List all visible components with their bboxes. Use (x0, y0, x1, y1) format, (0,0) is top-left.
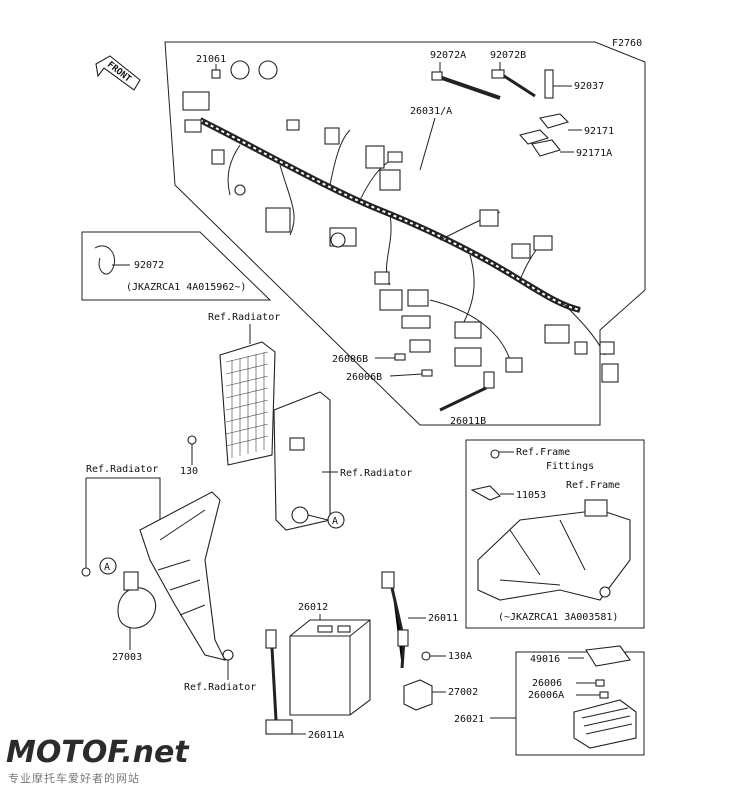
label-92072a: 92072A (430, 50, 466, 61)
radiator-shroud (139, 491, 234, 661)
relay-27002-icon (403, 679, 433, 711)
label-92171: 92171 (584, 126, 614, 137)
radiator-grille (219, 341, 276, 466)
cable-tie-92072-icon (94, 245, 116, 275)
label-49016: 49016 (530, 654, 560, 665)
marker-a-radiator-text: A (332, 516, 338, 527)
fuse-26006-icon (595, 679, 605, 687)
label-26011: 26011 (428, 613, 458, 624)
marker-a-lower-text: A (104, 562, 110, 573)
label-26012: 26012 (298, 602, 328, 613)
label-ref-radiator-mid: Ref.Radiator (340, 468, 412, 479)
clip-92171-icon (518, 129, 550, 145)
label-ref-radiator-left: Ref.Radiator (86, 464, 158, 475)
label-27002: 27002 (448, 687, 478, 698)
label-26011b: 26011B (450, 416, 486, 427)
label-26031a: 26031/A (410, 106, 452, 117)
inset-frame-box (465, 439, 645, 629)
note-frame-new: (~JKAZRCA1 3A003581) (498, 612, 618, 623)
fuse-box-26021-icon (573, 699, 637, 749)
fuse-cover-49016-icon (585, 645, 631, 667)
label-26006: 26006 (532, 678, 562, 689)
label-26006b-1: 26006B (332, 354, 368, 365)
label-ref-frame-fittings-2: Fittings (546, 461, 594, 472)
label-92037: 92037 (574, 81, 604, 92)
horn-27003-icon (117, 571, 157, 629)
bolt-frame-icon (490, 449, 500, 459)
label-26006b-2: 26006B (346, 372, 382, 383)
label-92171a: 92171A (576, 148, 612, 159)
bolt-130-icon (187, 435, 197, 445)
label-26011a: 26011A (308, 730, 344, 741)
label-27003: 27003 (112, 652, 142, 663)
marker-a-lower (99, 557, 117, 575)
label-92072: 92072 (134, 260, 164, 271)
label-21061: 21061 (196, 54, 226, 65)
label-ref-radiator-top: Ref.Radiator (208, 312, 280, 323)
harness-outline (164, 41, 646, 426)
wiring-harness (182, 60, 619, 383)
part-21061-icon (211, 69, 221, 79)
battery-26012-icon (289, 619, 371, 716)
front-arrow-icon: FRONT (95, 55, 141, 91)
label-11053: 11053 (516, 490, 546, 501)
lead-26011a (265, 629, 293, 735)
label-130a: 130A (448, 651, 472, 662)
clip-92171a-icon (531, 139, 561, 157)
note-frame-old: (JKAZRCA1 4A015962~) (126, 282, 246, 293)
radiator-body (273, 391, 331, 531)
part-92037-icon (544, 69, 554, 99)
bracket-11053-icon (470, 485, 501, 501)
label-26021: 26021 (454, 714, 484, 725)
cable-tie-icon (431, 71, 501, 100)
figure-code: F2760 (612, 38, 642, 49)
lead-26011 (381, 571, 409, 669)
label-92072b: 92072B (490, 50, 526, 61)
label-ref-radiator-bottom: Ref.Radiator (184, 682, 256, 693)
clamp-tie-icon (491, 69, 536, 98)
watermark-tagline: 专业摩托车爱好者的网站 (8, 771, 140, 785)
connector-26006b-2-icon (421, 369, 433, 377)
label-ref-frame: Ref.Frame (566, 480, 620, 491)
label-ref-frame-fittings-1: Ref.Frame (516, 447, 570, 458)
fuse-26006a-icon (599, 691, 609, 699)
watermark-brand: MOTOF.net (6, 735, 190, 770)
frame-section (477, 499, 631, 601)
connector-26006b-1-icon (394, 353, 406, 361)
label-130: 130 (180, 466, 198, 477)
inset-92072-box (81, 231, 272, 301)
label-26006a: 26006A (528, 690, 564, 701)
bolt-130a-icon (421, 651, 431, 661)
lead-26011b (439, 371, 495, 412)
